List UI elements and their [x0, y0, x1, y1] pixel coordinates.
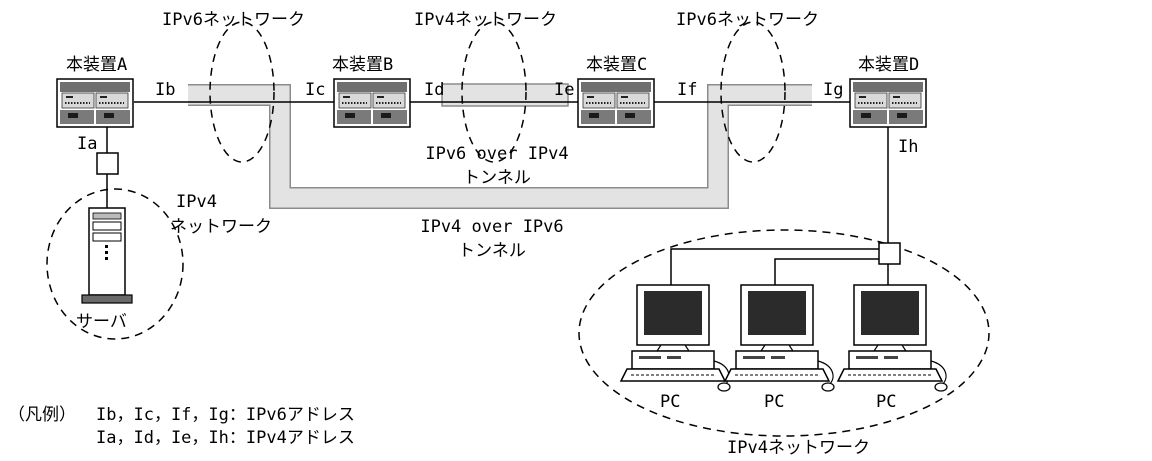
- interface-ig-label: Ig: [823, 80, 844, 100]
- interface-ie-label: Ie: [554, 80, 575, 100]
- ipv4-pc-network-label: IPv4ネットワーク: [727, 438, 870, 458]
- device-a-label: 本装置A: [66, 55, 128, 75]
- legend-row-ipv4: Ia，Id，Ie，Ih：IPv4アドレス: [96, 428, 355, 448]
- tunnel-v6-over-v4-label-line2: トンネル: [463, 168, 531, 188]
- legend-title: （凡例）: [8, 405, 76, 425]
- pc2-label: PC: [764, 392, 785, 412]
- ipv4-server-network-label-line1: IPv4: [176, 192, 217, 212]
- tunnel-v4-over-v6-label-line2: トンネル: [458, 241, 526, 261]
- interface-ib-label: Ib: [155, 80, 176, 100]
- ipv6-left-network-label: IPv6ネットワーク: [162, 10, 305, 30]
- interface-if-label: If: [677, 80, 698, 100]
- tunnel-v6-over-v4-label-line1: IPv6 over IPv4: [425, 144, 569, 164]
- ipv4-server-network-label-line2: ネットワーク: [170, 217, 272, 237]
- device-c-label: 本装置C: [586, 55, 648, 75]
- interface-ih-label: Ih: [898, 137, 919, 157]
- interface-ia-label: Ia: [77, 134, 98, 154]
- device-d-label: 本装置D: [858, 55, 920, 75]
- ipv6-right-network-label: IPv6ネットワーク: [676, 10, 819, 30]
- pc1-label: PC: [660, 392, 681, 412]
- legend-row-ipv6: Ib，Ic，If，Ig：IPv6アドレス: [96, 405, 355, 425]
- interface-ic-label: Ic: [305, 80, 326, 100]
- ipv4-middle-network-label: IPv4ネットワーク: [414, 10, 557, 30]
- server-label: サーバ: [76, 312, 127, 332]
- pc3-label: PC: [876, 392, 897, 412]
- interface-id-label: Id: [424, 80, 445, 100]
- tunnel-v4-over-v6-label-line1: IPv4 over IPv6: [420, 217, 564, 237]
- device-b-label: 本装置B: [332, 55, 394, 75]
